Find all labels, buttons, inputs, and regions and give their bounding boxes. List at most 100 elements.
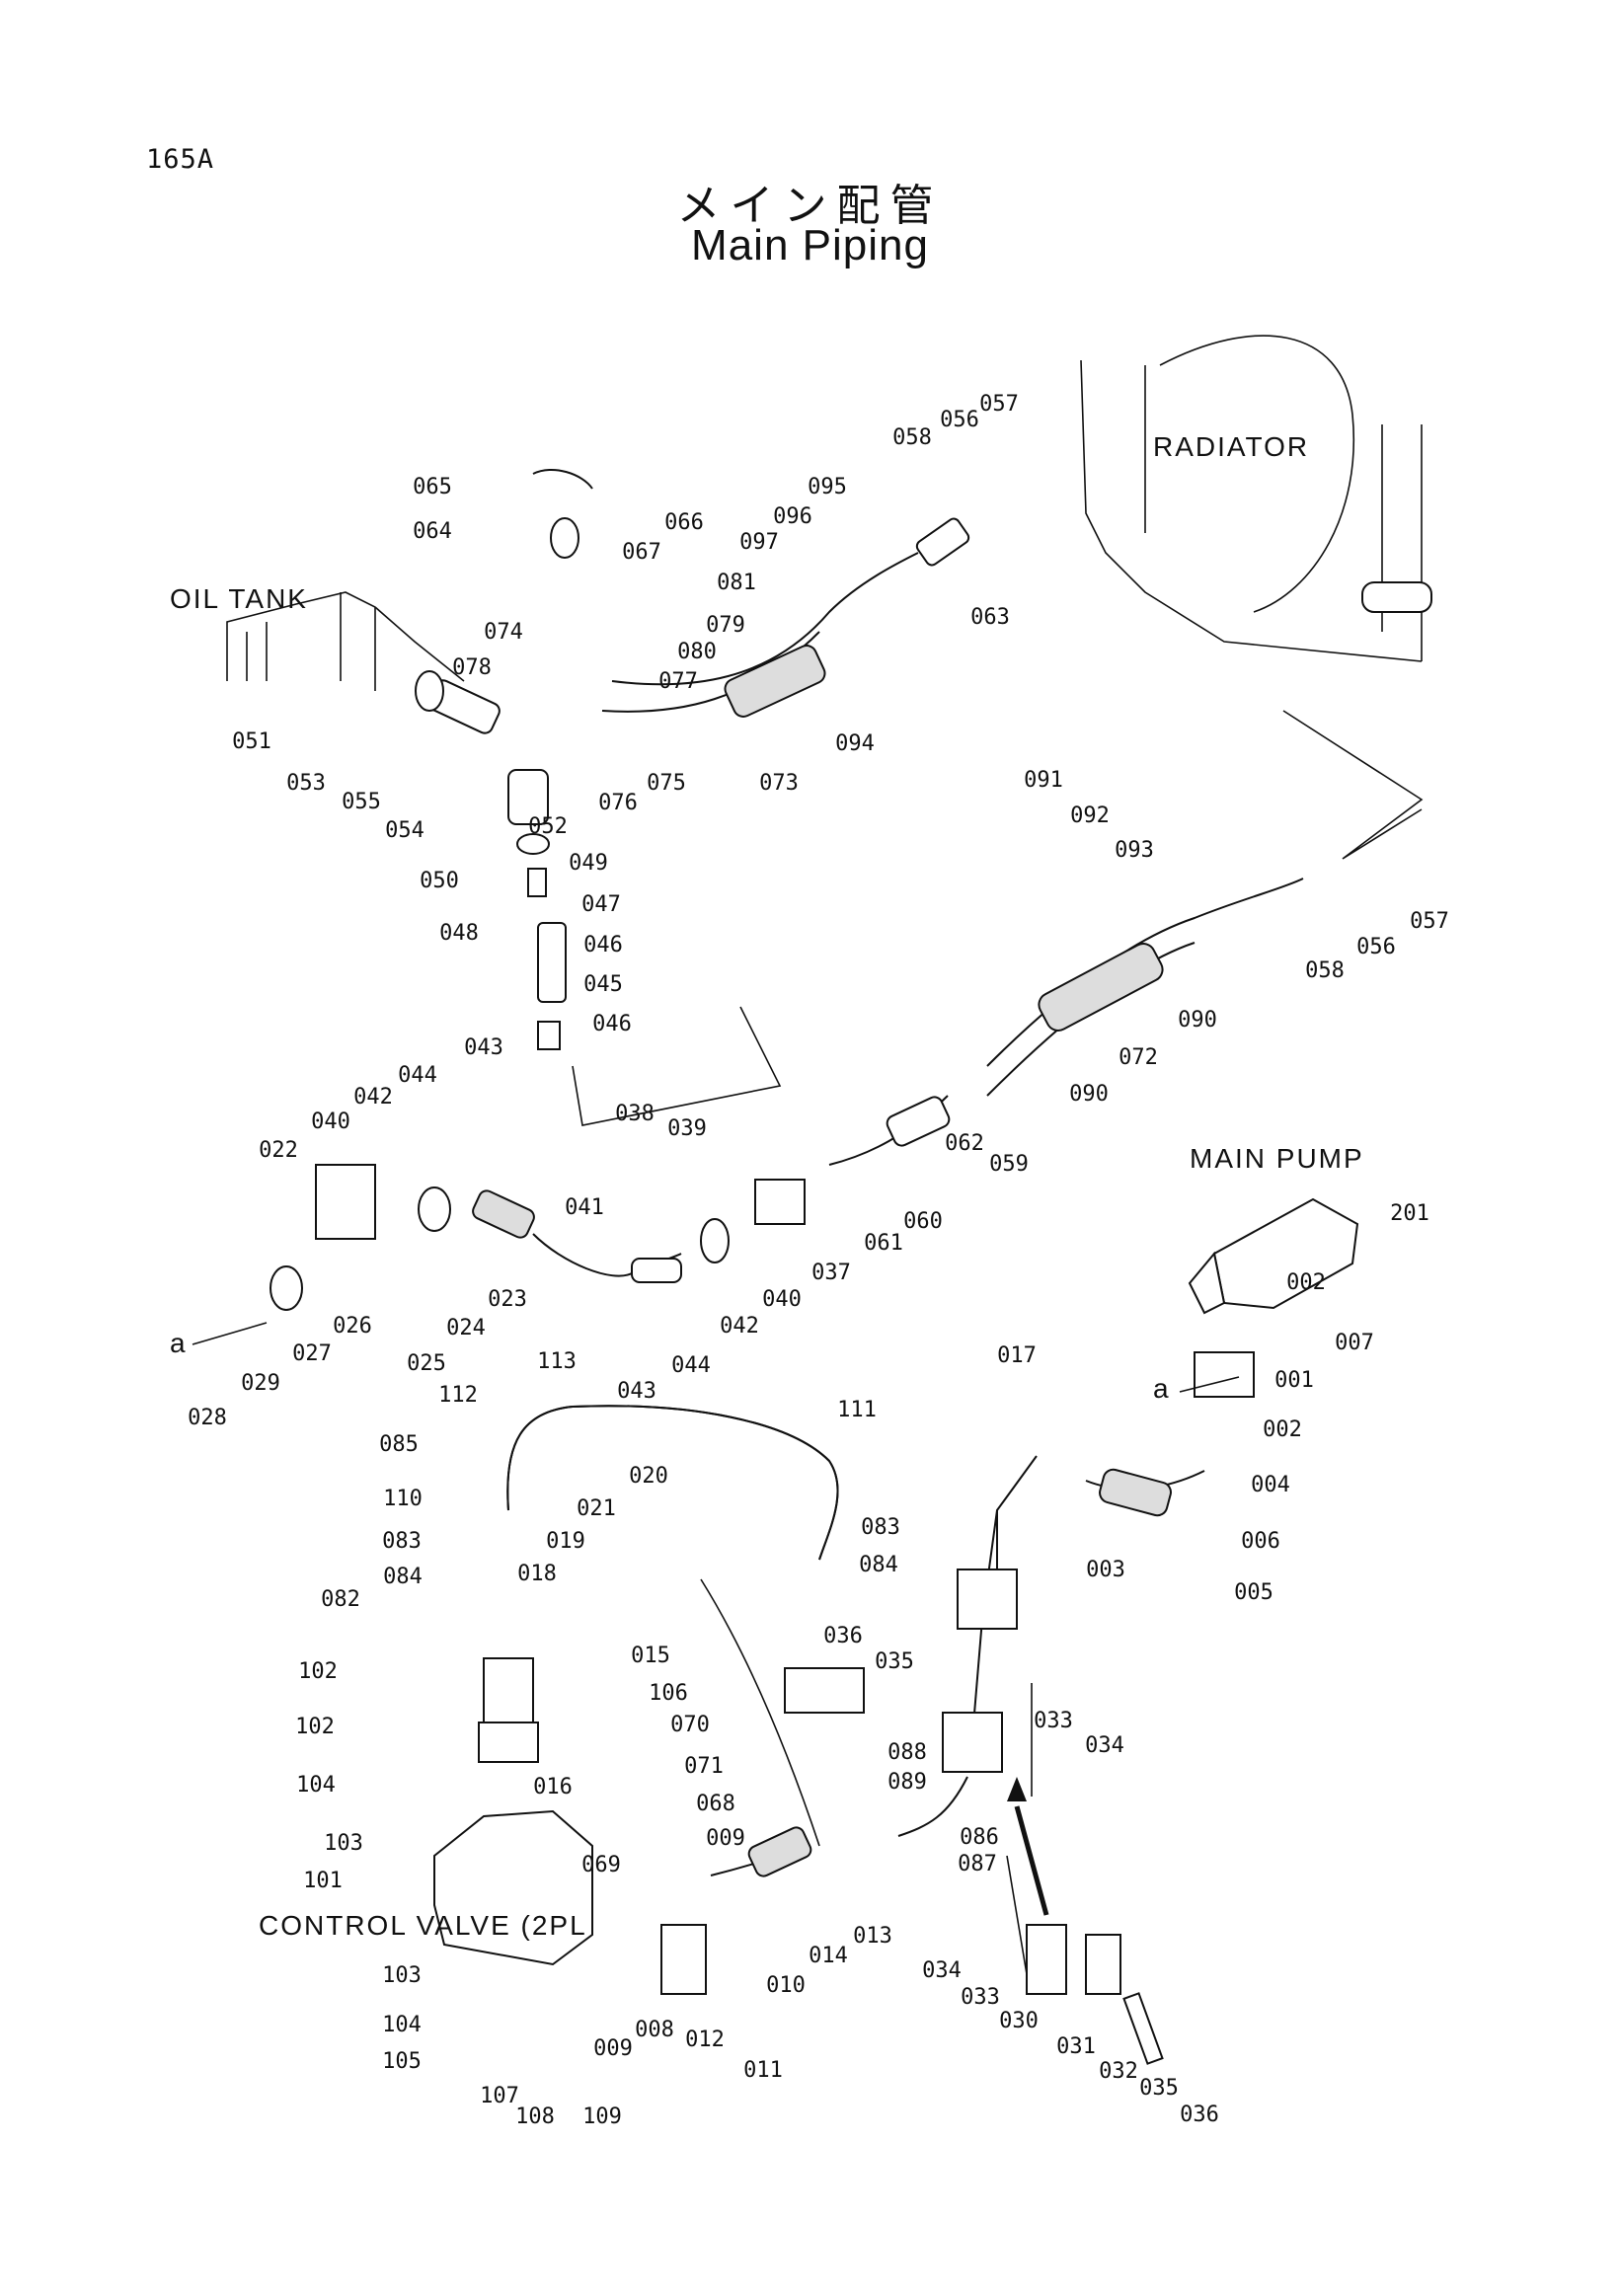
part-callout-p104a: 104 bbox=[296, 1773, 336, 1798]
part-callout-p009a: 009 bbox=[706, 1826, 745, 1851]
part-callout-p090b: 090 bbox=[1069, 1082, 1109, 1107]
pressure-hoses bbox=[506, 1405, 865, 1714]
part-callout-p020: 020 bbox=[629, 1464, 668, 1489]
part-callout-p038: 038 bbox=[615, 1102, 655, 1126]
part-callout-p036b: 036 bbox=[1180, 2103, 1219, 2127]
part-callout-p017: 017 bbox=[997, 1343, 1037, 1368]
part-callout-p014: 014 bbox=[809, 1944, 848, 1968]
part-callout-p004: 004 bbox=[1251, 1473, 1290, 1497]
part-callout-p042a: 042 bbox=[353, 1085, 393, 1110]
part-callout-p078: 078 bbox=[452, 655, 492, 680]
part-callout-p028: 028 bbox=[188, 1406, 227, 1430]
part-callout-p055: 055 bbox=[342, 790, 381, 814]
part-callout-p032: 032 bbox=[1099, 2059, 1138, 2084]
part-callout-p035a: 035 bbox=[875, 1649, 914, 1674]
part-callout-p049: 049 bbox=[569, 851, 608, 876]
part-callout-p026: 026 bbox=[333, 1314, 372, 1339]
part-callout-p064: 064 bbox=[413, 519, 452, 544]
part-callout-p063: 063 bbox=[970, 605, 1010, 630]
part-callout-p061: 061 bbox=[864, 1231, 903, 1256]
part-callout-p046b: 046 bbox=[592, 1012, 632, 1036]
part-callout-p097: 097 bbox=[739, 530, 779, 555]
part-callout-p060: 060 bbox=[903, 1209, 943, 1234]
part-callout-p080: 080 bbox=[677, 640, 717, 664]
part-callout-p095: 095 bbox=[808, 475, 847, 499]
part-callout-p043b: 043 bbox=[617, 1379, 656, 1404]
part-callout-p034b: 034 bbox=[922, 1958, 962, 1983]
part-callout-p072: 072 bbox=[1119, 1045, 1158, 1070]
ref-marker-leaders bbox=[192, 1322, 1240, 1393]
part-callout-p092: 092 bbox=[1070, 804, 1110, 828]
part-callout-p109: 109 bbox=[582, 2105, 622, 2129]
part-callout-p053: 053 bbox=[286, 771, 326, 796]
delivery-line bbox=[897, 1455, 1038, 1975]
part-callout-p011: 011 bbox=[743, 2058, 783, 2083]
part-callout-p003: 003 bbox=[1086, 1558, 1125, 1582]
part-callout-p069: 069 bbox=[581, 1853, 621, 1877]
part-callout-p085: 085 bbox=[379, 1432, 419, 1457]
part-callout-p102b: 102 bbox=[295, 1715, 335, 1739]
part-callout-p002a: 002 bbox=[1286, 1270, 1326, 1295]
part-callout-p034a: 034 bbox=[1085, 1733, 1124, 1758]
part-callout-p058b: 058 bbox=[1305, 958, 1345, 983]
assembly-arrow bbox=[1007, 1777, 1049, 1916]
part-callout-p052: 052 bbox=[528, 814, 568, 839]
part-callout-p073: 073 bbox=[759, 771, 799, 796]
part-callout-p058a: 058 bbox=[892, 425, 932, 450]
part-callout-p019: 019 bbox=[546, 1529, 585, 1554]
part-callout-p001: 001 bbox=[1274, 1368, 1314, 1393]
part-callout-p108: 108 bbox=[515, 2105, 555, 2129]
part-callout-p110: 110 bbox=[383, 1487, 423, 1511]
part-callout-p081: 081 bbox=[717, 571, 756, 595]
part-callout-p089: 089 bbox=[887, 1770, 927, 1795]
part-callout-p043a: 043 bbox=[464, 1035, 503, 1060]
part-callout-p002b: 002 bbox=[1263, 1417, 1302, 1442]
part-callout-p009b: 009 bbox=[593, 2036, 633, 2061]
part-callout-p013: 013 bbox=[853, 1924, 892, 1949]
part-callout-p056a: 056 bbox=[940, 408, 979, 432]
part-callout-p054: 054 bbox=[385, 818, 424, 843]
part-callout-p070: 070 bbox=[670, 1713, 710, 1737]
part-callout-p047: 047 bbox=[581, 892, 621, 917]
part-callout-p066: 066 bbox=[664, 510, 704, 535]
main-pump-label: MAIN PUMP bbox=[1190, 1143, 1364, 1174]
return-hoses bbox=[601, 517, 1424, 1166]
part-callout-p035b: 035 bbox=[1139, 2076, 1179, 2101]
part-callout-p015: 015 bbox=[631, 1644, 670, 1668]
ref-marker-left: a bbox=[170, 1328, 188, 1358]
part-callout-p065: 065 bbox=[413, 475, 452, 499]
part-callout-p083a: 083 bbox=[382, 1529, 422, 1554]
part-callout-p056b: 056 bbox=[1356, 935, 1396, 959]
part-callout-p062: 062 bbox=[945, 1131, 984, 1156]
part-callout-p084b: 084 bbox=[859, 1553, 898, 1577]
part-callout-p088: 088 bbox=[887, 1740, 927, 1765]
part-callout-p031: 031 bbox=[1056, 2034, 1096, 2059]
part-callout-p201: 201 bbox=[1390, 1201, 1429, 1226]
part-callout-p094: 094 bbox=[835, 731, 875, 756]
part-callout-p018: 018 bbox=[517, 1562, 557, 1586]
part-callout-p022: 022 bbox=[259, 1138, 298, 1163]
part-callout-p068: 068 bbox=[696, 1792, 735, 1816]
part-callout-p030: 030 bbox=[999, 2009, 1039, 2033]
oil-tank-label: OIL TANK bbox=[170, 583, 308, 614]
part-callout-p039: 039 bbox=[667, 1116, 707, 1141]
control-valve-outline bbox=[433, 1578, 1164, 2065]
part-callout-p111: 111 bbox=[837, 1398, 877, 1422]
part-callout-p050: 050 bbox=[420, 869, 459, 893]
part-callout-p042b: 042 bbox=[720, 1314, 759, 1339]
part-callout-p010: 010 bbox=[766, 1973, 806, 1998]
part-callout-p041: 041 bbox=[565, 1195, 604, 1220]
part-callout-p090a: 090 bbox=[1178, 1008, 1217, 1033]
part-callout-p112: 112 bbox=[438, 1383, 478, 1408]
part-callout-p087: 087 bbox=[958, 1852, 997, 1876]
oil-tank-outline bbox=[226, 591, 465, 691]
part-callout-p059: 059 bbox=[989, 1152, 1029, 1177]
part-callout-p082: 082 bbox=[321, 1587, 360, 1612]
part-callout-p101: 101 bbox=[303, 1869, 343, 1893]
ref-marker-right: a bbox=[1153, 1373, 1171, 1404]
part-callout-p033b: 033 bbox=[961, 1985, 1000, 2010]
part-callout-p077: 077 bbox=[658, 669, 698, 694]
part-callout-p012: 012 bbox=[685, 2028, 725, 2052]
